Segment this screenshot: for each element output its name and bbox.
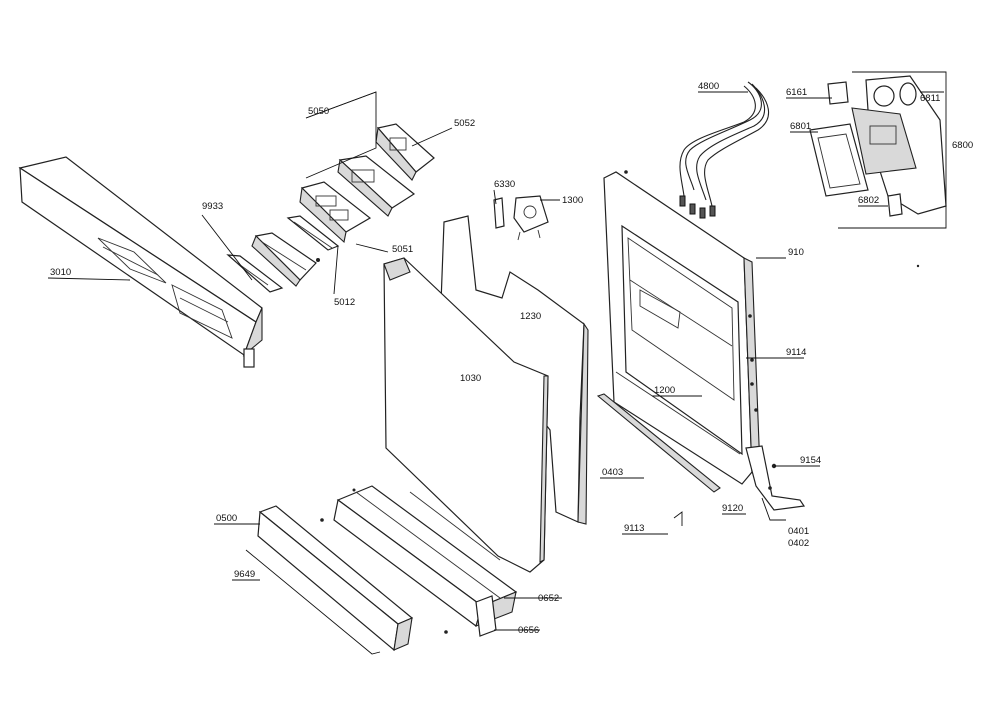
label-9933: 9933 bbox=[202, 201, 223, 212]
bottom-seal bbox=[245, 549, 381, 655]
label-0652: 0652 bbox=[538, 593, 559, 604]
label-1230: 1230 bbox=[520, 311, 541, 322]
label-6811: 6811 bbox=[920, 93, 940, 104]
label-6802: 6802 bbox=[858, 195, 879, 206]
display-module bbox=[226, 232, 317, 293]
label-9114: 9114 bbox=[786, 347, 806, 358]
label-0656: 0656 bbox=[518, 625, 539, 636]
label-9113: 9113 bbox=[624, 523, 644, 534]
leader-lines bbox=[47, 91, 944, 631]
label-910: 910 bbox=[788, 247, 804, 258]
control-board bbox=[299, 181, 372, 244]
label-4800: 4800 bbox=[698, 81, 719, 92]
label-1300: 1300 bbox=[562, 195, 583, 206]
label-0401: 0401 bbox=[788, 526, 809, 537]
label-6801: 6801 bbox=[790, 121, 811, 132]
label-6330: 6330 bbox=[494, 179, 515, 190]
label-9649: 9649 bbox=[234, 569, 255, 580]
end-cap bbox=[475, 595, 497, 637]
label-3010: 3010 bbox=[50, 267, 71, 278]
label-5051: 5051 bbox=[392, 244, 413, 255]
label-1200: 1200 bbox=[654, 385, 675, 396]
label-1030: 1030 bbox=[460, 373, 481, 384]
wiring-harness bbox=[679, 81, 769, 219]
label-9120: 9120 bbox=[722, 503, 743, 514]
label-0403: 0403 bbox=[602, 467, 623, 478]
outer-door-panel bbox=[383, 257, 549, 573]
door-seal-strip bbox=[596, 393, 721, 493]
label-5052: 5052 bbox=[454, 118, 475, 129]
door-frame bbox=[603, 170, 761, 485]
label-0500: 0500 bbox=[216, 513, 237, 524]
door-hinge bbox=[745, 445, 806, 511]
label-9154: 9154 bbox=[800, 455, 821, 466]
door-lock-assembly bbox=[493, 195, 549, 241]
kick-plate bbox=[257, 505, 414, 652]
label-6800: 6800 bbox=[952, 140, 973, 151]
board-holder bbox=[337, 155, 416, 217]
callout-labels: 3010 9933 5050 5052 5051 5012 6330 1300 … bbox=[50, 81, 973, 636]
detergent-dispenser bbox=[809, 71, 947, 229]
label-0402: 0402 bbox=[788, 538, 809, 549]
label-5050: 5050 bbox=[308, 106, 329, 117]
label-5012: 5012 bbox=[334, 297, 355, 308]
control-panel-fascia bbox=[18, 156, 263, 368]
power-board bbox=[375, 123, 435, 181]
clip bbox=[673, 511, 683, 526]
label-6161: 6161 bbox=[786, 87, 807, 98]
